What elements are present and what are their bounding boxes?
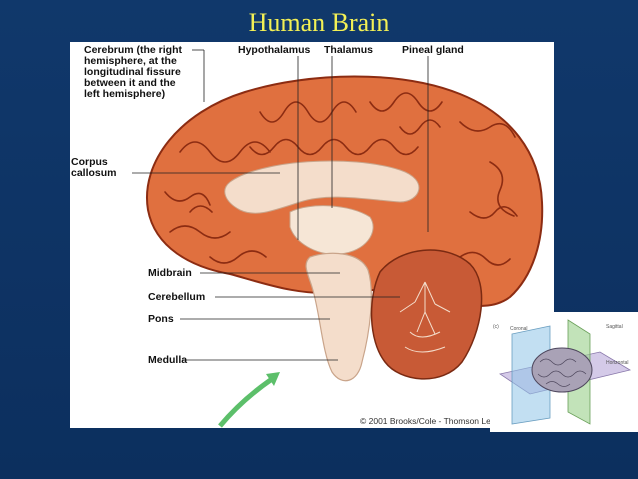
inset-gyri (537, 358, 587, 387)
thalamus-shape (289, 205, 374, 255)
label-cerebrum-3: longitudinal fissure (84, 66, 181, 78)
label-corpus-2: callosum (71, 167, 117, 179)
arbor-vitae-pattern (399, 281, 451, 353)
inset-brain (531, 347, 593, 393)
label-corpus-1: Corpus (71, 156, 108, 168)
inset-label-horizontal: Horizontal (606, 360, 629, 366)
label-medulla: Medulla (148, 354, 188, 366)
label-cerebellum: Cerebellum (148, 291, 206, 303)
label-cerebrum-2: hemisphere, at the (84, 55, 177, 67)
brainstem-shape (305, 252, 372, 382)
slide-title: Human Brain (248, 8, 390, 37)
label-pineal-gland: Pineal gland (402, 44, 464, 56)
label-midbrain: Midbrain (148, 267, 192, 279)
label-cerebrum-5: left hemisphere) (84, 88, 166, 100)
green-arrowhead (266, 372, 280, 386)
label-cerebrum-4: between it and the (84, 77, 176, 89)
corpus-callosum-shape (224, 160, 420, 214)
gyri-pattern (164, 92, 518, 266)
label-hypothalamus: Hypothalamus (238, 44, 311, 56)
label-cerebrum-1: Cerebrum (the right (84, 44, 183, 56)
leader-lines (132, 49, 429, 361)
coronal-plane (511, 325, 551, 425)
inset-label-sagittal: Sagittal (606, 324, 623, 330)
brain-sagittal-illustration (132, 49, 544, 428)
green-arrow (218, 374, 277, 428)
anatomical-planes-inset: (c) Coronal Sagittal Horizontal (490, 312, 638, 432)
inset-label-coronal: Coronal (510, 326, 528, 332)
copyright-text: © 2001 Brooks/Cole - Thomson Le (360, 416, 491, 426)
label-pons: Pons (148, 313, 174, 325)
label-thalamus: Thalamus (324, 44, 374, 56)
brain-figure-panel: Cerebrum (the right hemisphere, at the l… (70, 42, 554, 428)
inset-panel-letter: (c) (493, 324, 499, 330)
planes-illustration (498, 319, 632, 425)
